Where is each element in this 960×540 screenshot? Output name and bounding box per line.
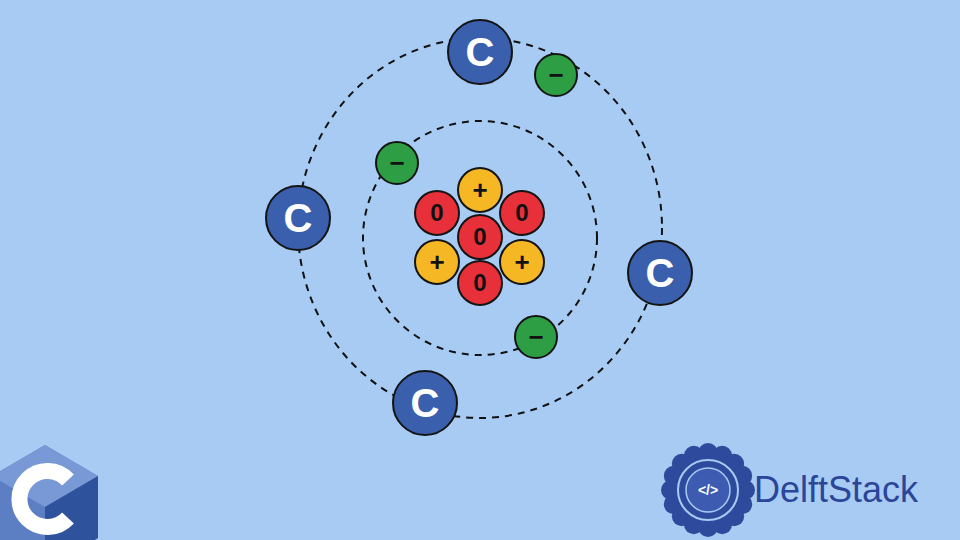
node-text: + (514, 249, 529, 275)
neutron-circle: 0 (457, 214, 503, 260)
inner-orbit (363, 121, 597, 355)
electron-circle: − (514, 315, 558, 359)
electron-circle: − (534, 53, 578, 97)
node-text: C (284, 198, 313, 238)
outer-orbit (298, 38, 662, 418)
node-text: C (466, 32, 495, 72)
node-text: − (389, 150, 404, 176)
delftstack-logo-icon (661, 443, 755, 537)
c-language-logo (0, 445, 98, 540)
c-circle: C (447, 19, 513, 85)
node-text: + (429, 249, 444, 275)
brand-name: DelftStack (754, 472, 918, 508)
neutron-circle: 0 (499, 190, 545, 236)
proton-circle: + (414, 239, 460, 285)
node-text: C (646, 253, 675, 293)
node-text: 0 (473, 271, 486, 295)
logo-code-symbol: </> (698, 483, 718, 497)
node-text: + (472, 177, 487, 203)
c-circle: C (265, 185, 331, 251)
node-text: 0 (515, 201, 528, 225)
node-text: − (528, 324, 543, 350)
neutron-circle: 0 (457, 260, 503, 306)
proton-circle: + (499, 239, 545, 285)
neutron-circle: 0 (414, 190, 460, 236)
node-text: − (548, 62, 563, 88)
node-text: C (411, 383, 440, 423)
c-circle: C (627, 240, 693, 306)
node-text: 0 (473, 225, 486, 249)
proton-circle: + (457, 167, 503, 213)
c-circle: C (392, 370, 458, 436)
electron-circle: − (375, 141, 419, 185)
node-text: 0 (430, 201, 443, 225)
